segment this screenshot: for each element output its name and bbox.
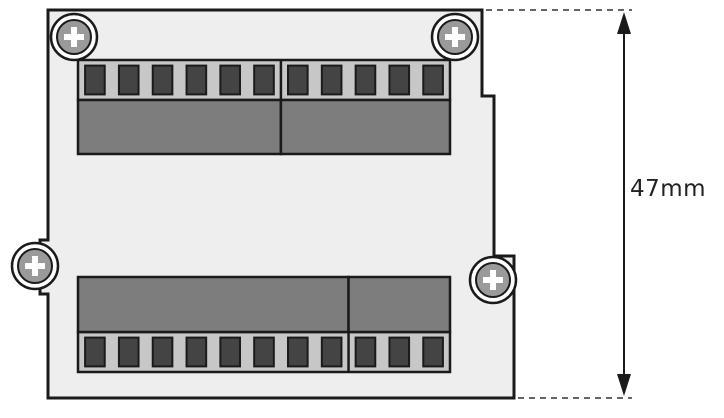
screw-middle-left	[10, 241, 60, 291]
screw-top-right	[430, 12, 480, 62]
dimension-marker	[486, 9, 632, 399]
mounting-screws	[10, 12, 518, 305]
terminal-pin	[151, 64, 174, 96]
screw-cross-v	[490, 270, 496, 290]
block-section-1	[76, 98, 283, 156]
terminal-pin	[117, 64, 140, 96]
terminal-pin	[117, 336, 140, 368]
screw-cross-v	[32, 256, 38, 276]
terminal-block-bottom	[76, 275, 452, 374]
terminal-pin	[320, 336, 343, 368]
terminal-blocks	[76, 58, 452, 374]
terminal-pin	[185, 64, 208, 96]
dimension-arrow-bottom	[617, 374, 631, 396]
terminal-pin	[219, 64, 241, 96]
terminal-pin	[151, 336, 174, 368]
terminal-pin	[354, 64, 377, 96]
terminal-pin	[388, 336, 411, 368]
dimension-label: 47mm	[630, 176, 707, 202]
terminal-pin	[422, 336, 444, 368]
terminal-pin	[84, 336, 106, 368]
terminal-block-top	[76, 58, 452, 156]
terminal-pin	[287, 64, 309, 96]
terminal-pin	[219, 336, 241, 368]
terminal-pin	[320, 64, 343, 96]
block-section-2	[347, 275, 452, 334]
screw-top-left	[49, 12, 99, 62]
terminal-pin	[185, 336, 208, 368]
block-section-1	[76, 275, 350, 334]
screw-cross-v	[71, 27, 77, 47]
block-section-2	[279, 98, 452, 156]
terminal-pin	[354, 336, 377, 368]
terminal-pin	[422, 64, 444, 96]
terminal-pin	[253, 336, 275, 368]
dimension-arrow-top	[617, 12, 631, 34]
terminal-pin	[84, 64, 106, 96]
screw-middle-right	[468, 255, 518, 305]
terminal-pin	[287, 336, 309, 368]
screw-cross-v	[452, 27, 458, 47]
terminal-pin	[253, 64, 275, 96]
terminal-pin	[388, 64, 411, 96]
